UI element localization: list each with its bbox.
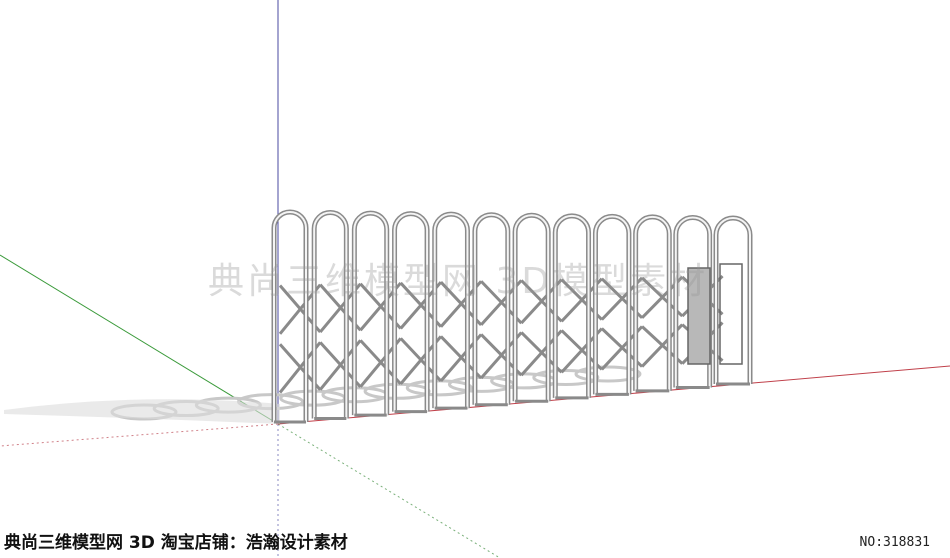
gate-post-highlight [393,212,429,412]
gate-post-highlight [594,215,630,395]
end-door-frame [719,263,743,365]
gate-post-highlight [273,211,307,422]
gate-post-highlight [514,214,550,402]
green-axis-negative [277,423,501,558]
caption-text: 典尚三维模型网 3D 淘宝店铺：浩瀚设计素材 [4,533,348,553]
gate-post-highlight [715,217,751,384]
gate-post-highlight [473,213,509,405]
end-door-panel [687,267,711,365]
shadow-arc [447,375,515,393]
gate-shadow [4,365,642,424]
gate-post-highlight [313,211,348,419]
folding-gate-model[interactable] [271,209,753,424]
model-id-label: NO:318831 [859,535,930,550]
shadow-base [4,399,280,424]
shadow-arc [363,382,431,400]
gate-post-highlight [554,214,590,398]
gate-post-highlight [634,215,671,391]
green-axis-positive [0,254,279,425]
gate-post-highlight [674,216,711,388]
shadow-arc [574,365,642,383]
shadow-arc [405,379,473,397]
red-axis-negative [0,423,279,447]
gate-post-highlight [353,212,388,416]
gate-post-highlight [433,213,469,409]
